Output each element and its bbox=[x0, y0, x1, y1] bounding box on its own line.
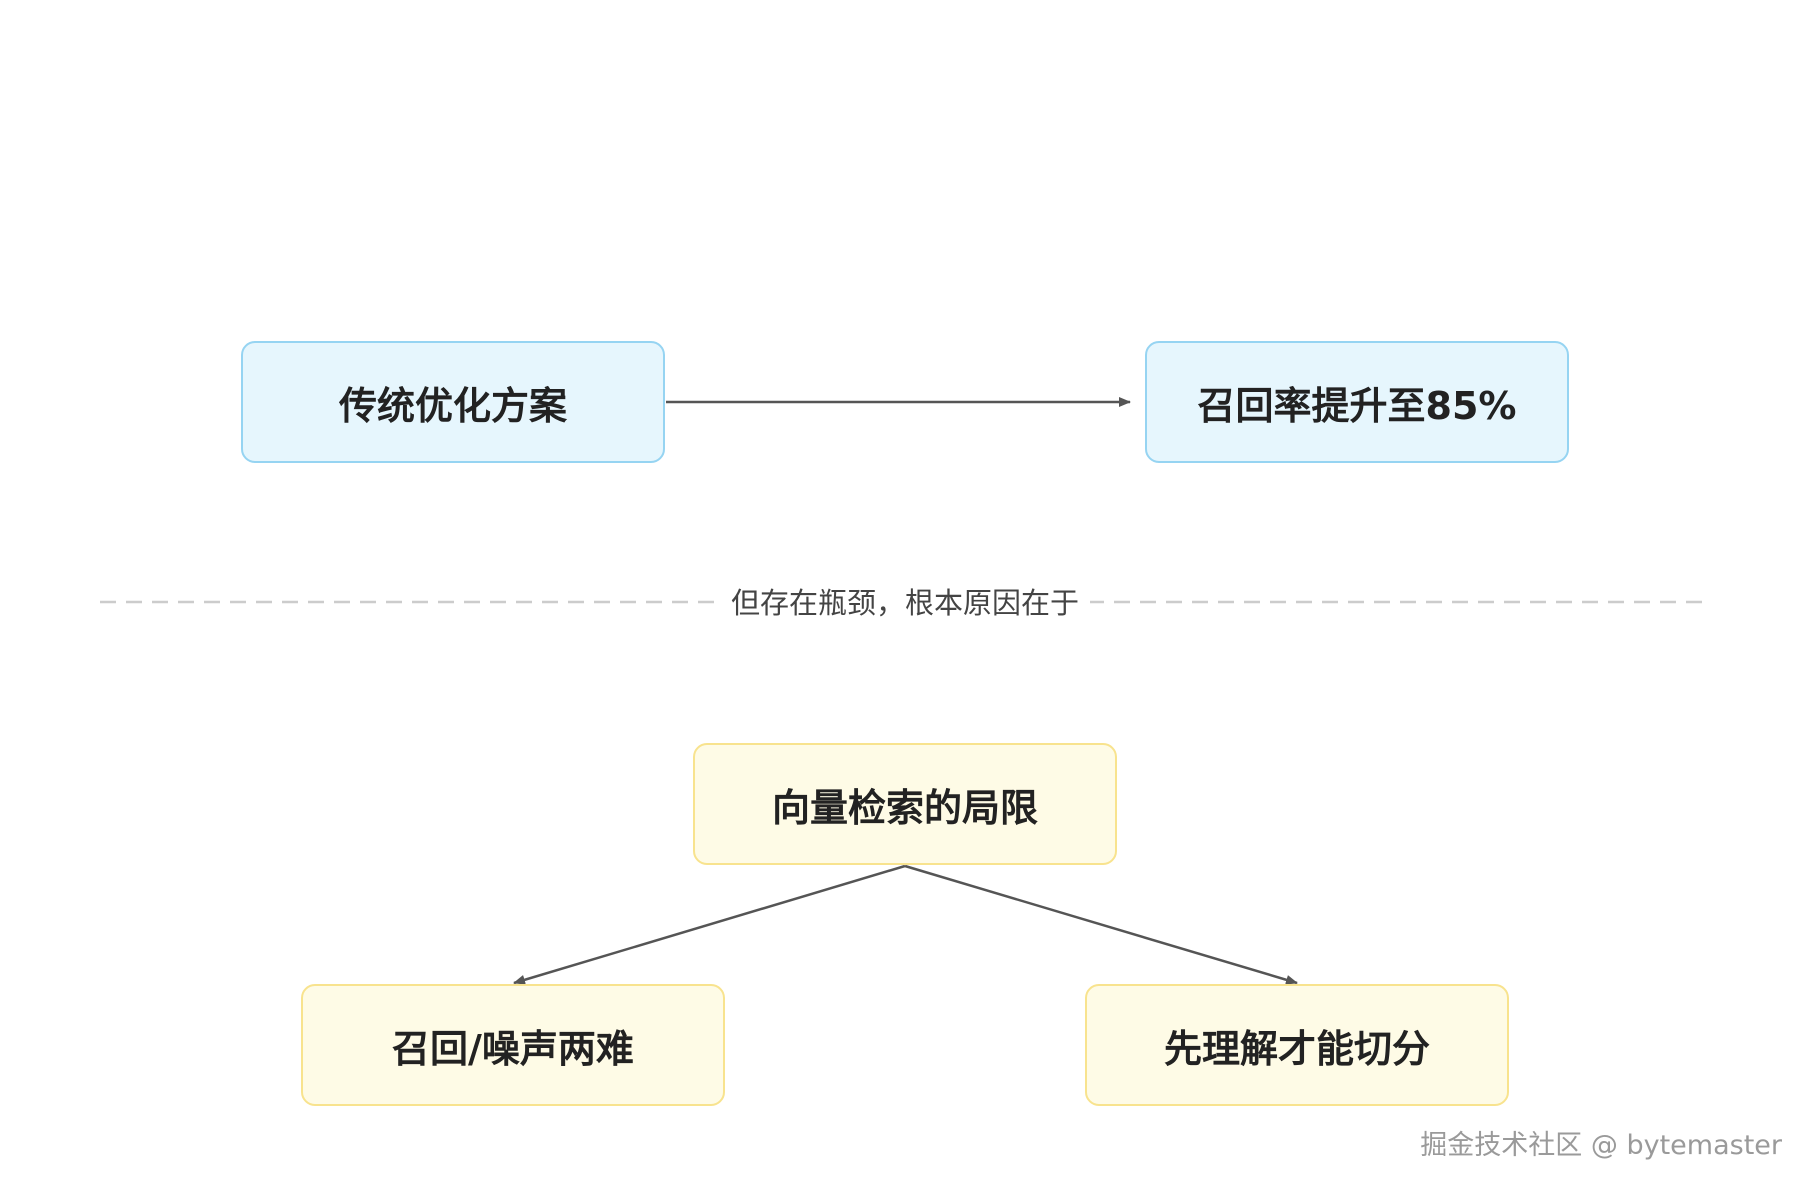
node-label: 先理解才能切分 bbox=[1163, 1026, 1430, 1071]
node-vector-retrieval-limits: 向量检索的局限 bbox=[693, 743, 1117, 865]
arrow-limits-to-noise bbox=[513, 864, 906, 985]
node-label: 召回/噪声两难 bbox=[392, 1026, 634, 1071]
arrow-limits-to-split bbox=[904, 864, 1298, 985]
node-recall-improvement: 召回率提升至85% bbox=[1145, 341, 1569, 463]
node-understand-before-split: 先理解才能切分 bbox=[1085, 984, 1509, 1106]
node-recall-noise-dilemma: 召回/噪声两难 bbox=[301, 984, 725, 1106]
node-label: 传统优化方案 bbox=[338, 383, 567, 428]
node-traditional-optimization: 传统优化方案 bbox=[241, 341, 665, 463]
divider-label: 但存在瓶颈，根本原因在于 bbox=[720, 581, 1090, 621]
watermark: 掘金技术社区 @ bytemaster bbox=[1420, 1130, 1782, 1161]
node-label: 召回率提升至85% bbox=[1197, 383, 1517, 428]
node-label: 向量检索的局限 bbox=[771, 785, 1038, 830]
